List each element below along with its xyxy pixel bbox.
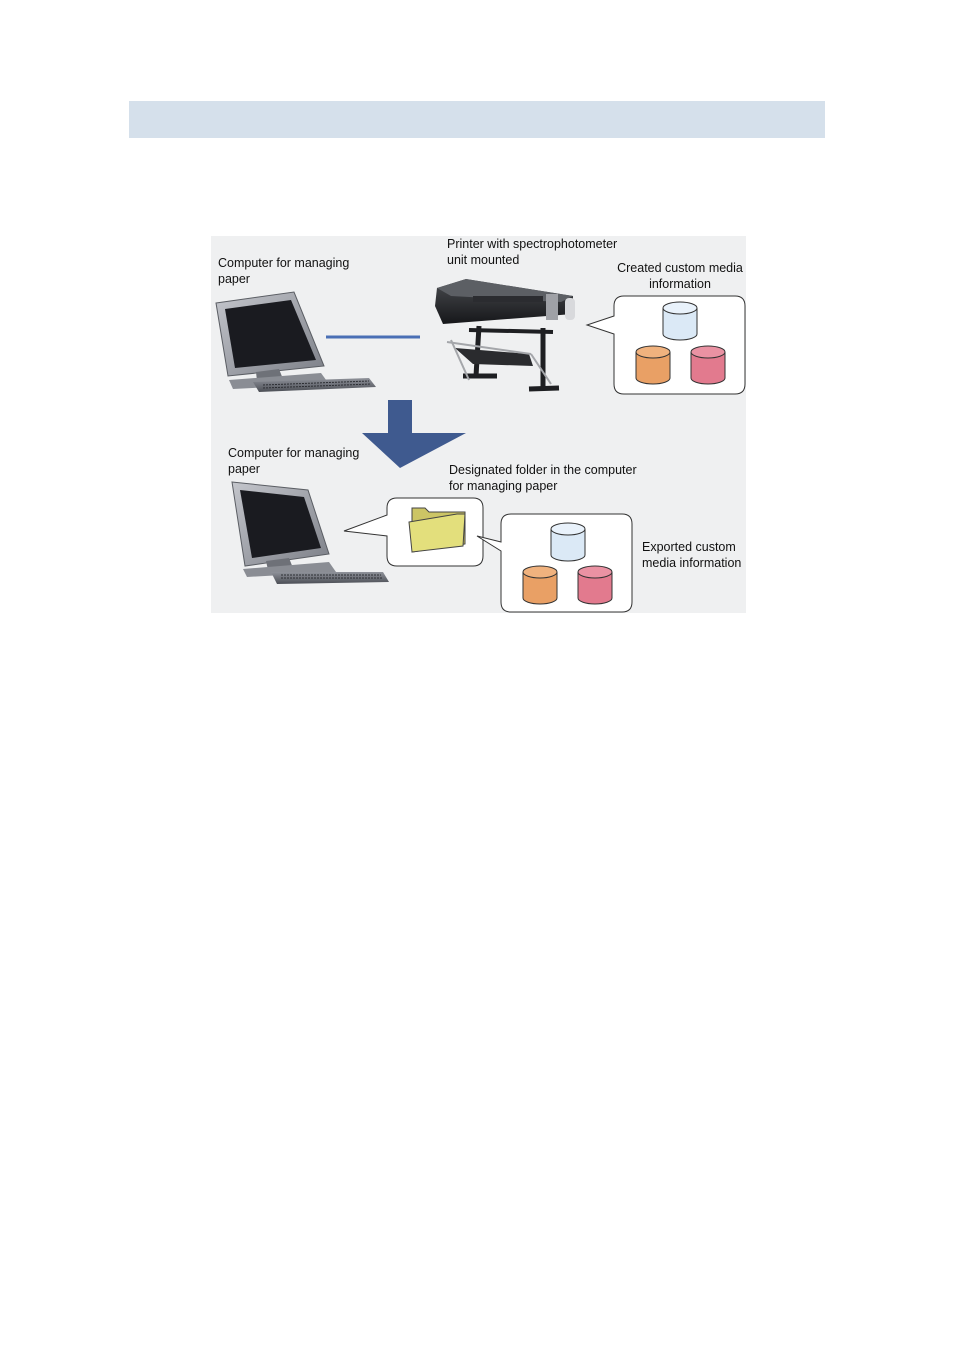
cylinder-pink-icon <box>578 566 612 604</box>
cylinder-pink-icon <box>691 346 725 384</box>
printer-label: Printer with spectrophotometer unit moun… <box>447 237 617 268</box>
exported-media-label: Exported custom media information <box>642 540 741 571</box>
created-media-label: Created custom media information <box>611 261 746 292</box>
cylinder-blue-icon <box>551 523 585 561</box>
section-header-bar <box>129 101 825 138</box>
cylinder-orange-icon <box>636 346 670 384</box>
cylinder-blue-icon <box>663 302 697 340</box>
down-arrow <box>362 400 466 468</box>
computer-bottom-label: Computer for managing paper <box>228 446 359 477</box>
computer-top-label: Computer for managing paper <box>218 256 349 287</box>
folder-icon <box>409 508 465 552</box>
printer-icon <box>435 279 575 389</box>
cylinder-orange-icon <box>523 566 557 604</box>
custom-media-export-diagram: Computer for managing paper Printer with… <box>211 236 746 613</box>
folder-label: Designated folder in the computer for ma… <box>449 463 637 494</box>
computer-top-icon <box>216 292 376 392</box>
